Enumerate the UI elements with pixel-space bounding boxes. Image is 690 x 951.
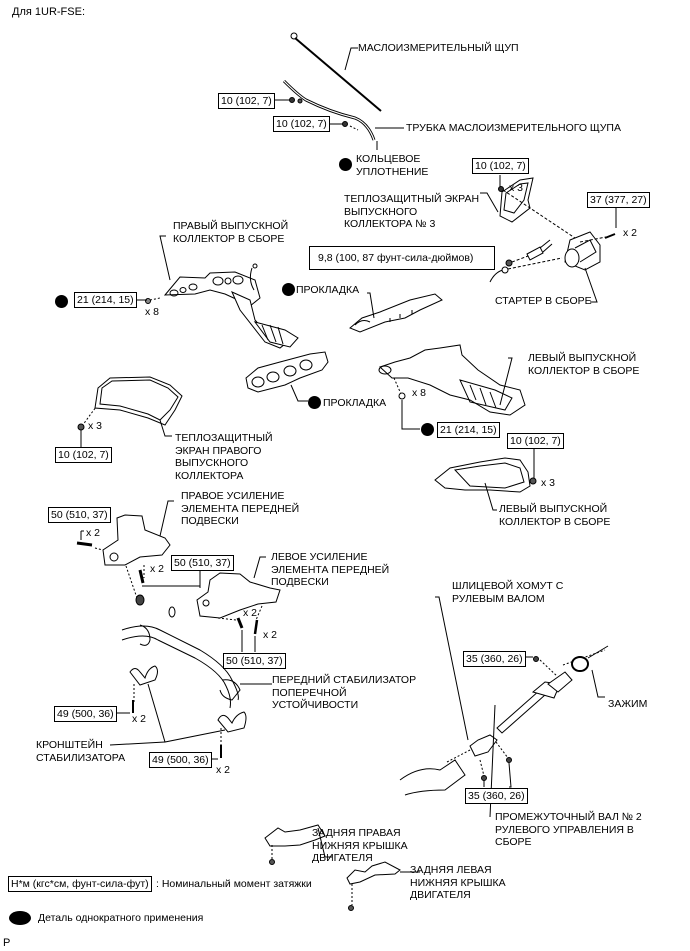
torque-tube-bolt-2: 10 (102, 7) bbox=[273, 116, 330, 132]
label-right-manifold: ПРАВЫЙ ВЫПУСКНОЙ КОЛЛЕКТОР В СБОРЕ bbox=[173, 220, 289, 245]
label-spline-yoke: ШЛИЦЕВОЙ ХОМУТ С РУЛЕВЫМ ВАЛОМ bbox=[452, 580, 564, 605]
dipstick-tube-drawing bbox=[275, 79, 404, 150]
torque-starter-bolt: 37 (377, 27) bbox=[587, 192, 650, 208]
dipstick-drawing bbox=[290, 32, 382, 112]
label-gasket-lower: ПРОКЛАДКА bbox=[323, 397, 387, 409]
figure-code: P bbox=[3, 937, 11, 949]
torque-right-brace-bolt-a: 50 (510, 37) bbox=[48, 507, 111, 523]
label-dipstick: МАСЛОИЗМЕРИТЕЛЬНЫЙ ЩУП bbox=[358, 42, 519, 54]
stabilizer-bracket-drawing bbox=[109, 665, 247, 760]
torque-stab-bracket-bolt-b: 49 (500, 36) bbox=[149, 752, 212, 768]
qty-left-brace-b: x 2 bbox=[263, 629, 278, 641]
torque-right-brace-bolt-b: 50 (510, 37) bbox=[171, 555, 234, 571]
right-heat-shield-drawing bbox=[77, 376, 183, 452]
label-stabilizer-bar: ПЕРЕДНИЙ СТАБИЛИЗАТОР ПОПЕРЕЧНОЙ УСТОЙЧИ… bbox=[272, 674, 417, 711]
stabilizer-bar-drawing bbox=[121, 624, 272, 709]
label-intermediate-shaft: ПРОМЕЖУТОЧНЫЙ ВАЛ № 2 РУЛЕВОГО УПРАВЛЕНИ… bbox=[495, 811, 642, 848]
torque-tube-bolt-1: 10 (102, 7) bbox=[218, 93, 275, 109]
legend-torque-desc: : Номинальный момент затяжки bbox=[156, 878, 312, 890]
qty-right-brace-b: x 2 bbox=[150, 563, 165, 575]
non-reusable-legend-icon bbox=[9, 911, 31, 925]
intermediate-shaft-drawing bbox=[399, 596, 609, 818]
torque-left-brace-bolt: 50 (510, 37) bbox=[223, 653, 286, 669]
qty-right-manifold: x 8 bbox=[145, 306, 160, 318]
torque-left-heat-shield-bolt: 10 (102, 7) bbox=[507, 433, 564, 449]
label-left-manifold-2: ЛЕВЫЙ ВЫПУСКНОЙ КОЛЛЕКТОР В СБОРЕ bbox=[499, 503, 611, 528]
starter-drawing bbox=[489, 207, 617, 303]
label-stabilizer-bracket: КРОНШТЕЙН СТАБИЛИЗАТОРА bbox=[36, 739, 126, 764]
left-brace-drawing bbox=[196, 556, 281, 652]
legend-non-reusable: Деталь однократного применения bbox=[38, 912, 204, 924]
torque-starter-terminal-nut: 9,8 (100, 87 фунт-сила-дюймов) bbox=[309, 246, 495, 270]
label-left-brace: ЛЕВОЕ УСИЛЕНИЕ ЭЛЕМЕНТА ПЕРЕДНЕЙ ПОДВЕСК… bbox=[271, 551, 390, 588]
torque-right-heat-shield-bolt: 10 (102, 7) bbox=[55, 447, 112, 463]
torque-shaft-bolt-upper: 35 (360, 26) bbox=[463, 651, 526, 667]
qty-right-heat-shield: x 3 bbox=[88, 420, 103, 432]
label-right-heat-shield: ТЕПЛОЗАЩИТНЫЙ ЭКРАН ПРАВОГО ВЫПУСКНОГО К… bbox=[175, 432, 273, 482]
label-gasket-upper: ПРОКЛАДКА bbox=[296, 284, 360, 296]
torque-stab-bracket-bolt-a: 49 (500, 36) bbox=[54, 706, 117, 722]
qty-stab-b: x 2 bbox=[216, 764, 231, 776]
qty-left-heat-shield: x 3 bbox=[541, 477, 556, 489]
left-manifold-drawing bbox=[378, 344, 526, 430]
gasket-lower-drawing bbox=[245, 351, 329, 402]
qty-right-brace-a: x 2 bbox=[86, 527, 101, 539]
label-clamp: ЗАЖИМ bbox=[608, 698, 648, 710]
left-heat-shield-drawing bbox=[434, 446, 537, 511]
qty-left-brace-a: x 2 bbox=[243, 607, 258, 619]
heat-shield-3-drawing bbox=[480, 175, 576, 239]
gasket-upper-drawing bbox=[349, 292, 443, 333]
label-starter: СТАРТЕР В СБОРЕ bbox=[495, 295, 592, 307]
legend-torque-unit-box: Н*м (кгс*см, фунт-сила-фут) bbox=[8, 876, 152, 892]
label-heat-shield-3: ТЕПЛОЗАЩИТНЫЙ ЭКРАН ВЫПУСКНОГО КОЛЛЕКТОР… bbox=[344, 193, 480, 230]
qty-left-manifold: x 8 bbox=[412, 387, 427, 399]
label-left-manifold: ЛЕВЫЙ ВЫПУСКНОЙ КОЛЛЕКТОР В СБОРЕ bbox=[528, 352, 640, 377]
qty-heat-shield-3: x 3 bbox=[509, 182, 524, 194]
label-right-brace: ПРАВОЕ УСИЛЕНИЕ ЭЛЕМЕНТА ПЕРЕДНЕЙ ПОДВЕС… bbox=[181, 490, 300, 527]
label-o-ring: КОЛЬЦЕВОЕ УПЛОТНЕНИЕ bbox=[356, 153, 429, 178]
rear-covers-drawing bbox=[264, 824, 420, 911]
label-rear-left-cover: ЗАДНЯЯ ЛЕВАЯ НИЖНЯЯ КРЫШКА ДВИГАТЕЛЯ bbox=[410, 864, 506, 901]
non-reusable-icon bbox=[55, 295, 68, 308]
torque-right-manifold-nut: 21 (214, 15) bbox=[74, 292, 137, 308]
non-reusable-icon bbox=[339, 158, 352, 171]
torque-heat-shield-3-bolt: 10 (102, 7) bbox=[472, 158, 529, 174]
qty-starter: x 2 bbox=[623, 227, 638, 239]
torque-left-manifold-nut: 21 (214, 15) bbox=[437, 422, 500, 438]
label-rear-right-cover: ЗАДНЯЯ ПРАВАЯ НИЖНЯЯ КРЫШКА ДВИГАТЕЛЯ bbox=[312, 827, 408, 864]
non-reusable-icon bbox=[421, 423, 434, 436]
right-manifold-drawing bbox=[137, 235, 299, 349]
torque-shaft-bolt-lower: 35 (360, 26) bbox=[465, 788, 528, 804]
non-reusable-icon bbox=[282, 283, 295, 296]
label-dipstick-tube: ТРУБКА МАСЛОИЗМЕРИТЕЛЬНОГО ЩУПА bbox=[406, 122, 621, 134]
qty-stab-a: x 2 bbox=[132, 713, 147, 725]
non-reusable-icon bbox=[308, 396, 321, 409]
engine-variant-title: Для 1UR-FSE: bbox=[12, 6, 85, 18]
